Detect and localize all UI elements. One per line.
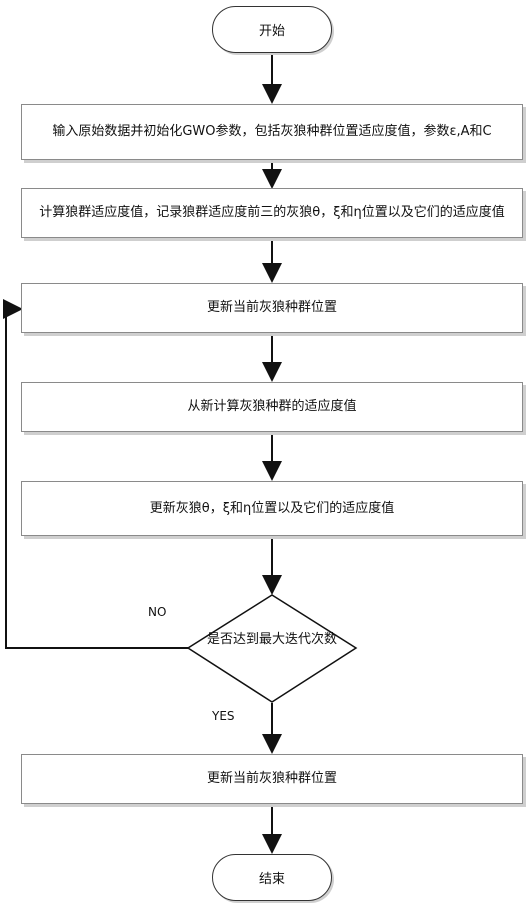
step-recompute-fitness: 从新计算灰狼种群的适应度值 (21, 382, 523, 432)
step-recompute-fitness-text: 从新计算灰狼种群的适应度值 (187, 399, 357, 414)
step-init-text: 输入原始数据并初始化GWO参数，包括灰狼种群位置适应度值，参数ε,A和C (52, 124, 492, 139)
step-update-leaders: 更新灰狼θ，ξ和η位置以及它们的适应度值 (21, 481, 523, 536)
start-label: 开始 (258, 24, 285, 39)
step-init: 输入原始数据并初始化GWO参数，包括灰狼种群位置适应度值，参数ε,A和C (21, 104, 523, 160)
decision-text: 是否达到最大迭代次数 (206, 632, 337, 647)
no-label: NO (148, 605, 167, 619)
step-final-update: 更新当前灰狼种群位置 (21, 754, 523, 804)
step-update-leaders-text: 更新灰狼θ，ξ和η位置以及它们的适应度值 (149, 500, 395, 516)
yes-label: YES (212, 709, 235, 723)
step-compute-fitness-text: 计算狼群适应度值，记录狼群适应度前三的灰狼θ，ξ和η位置以及它们的适应度值 (39, 205, 505, 220)
decision-diamond (186, 594, 358, 703)
start-terminal: 开始 (212, 6, 332, 53)
step-update-position: 更新当前灰狼种群位置 (21, 283, 523, 333)
end-terminal: 结束 (212, 854, 332, 901)
end-label: 结束 (258, 872, 285, 887)
step-final-update-text: 更新当前灰狼种群位置 (206, 771, 337, 786)
step-compute-fitness: 计算狼群适应度值，记录狼群适应度前三的灰狼θ，ξ和η位置以及它们的适应度值 (21, 188, 523, 238)
loop-back-no (3, 299, 188, 649)
step-update-position-text: 更新当前灰狼种群位置 (206, 300, 337, 315)
